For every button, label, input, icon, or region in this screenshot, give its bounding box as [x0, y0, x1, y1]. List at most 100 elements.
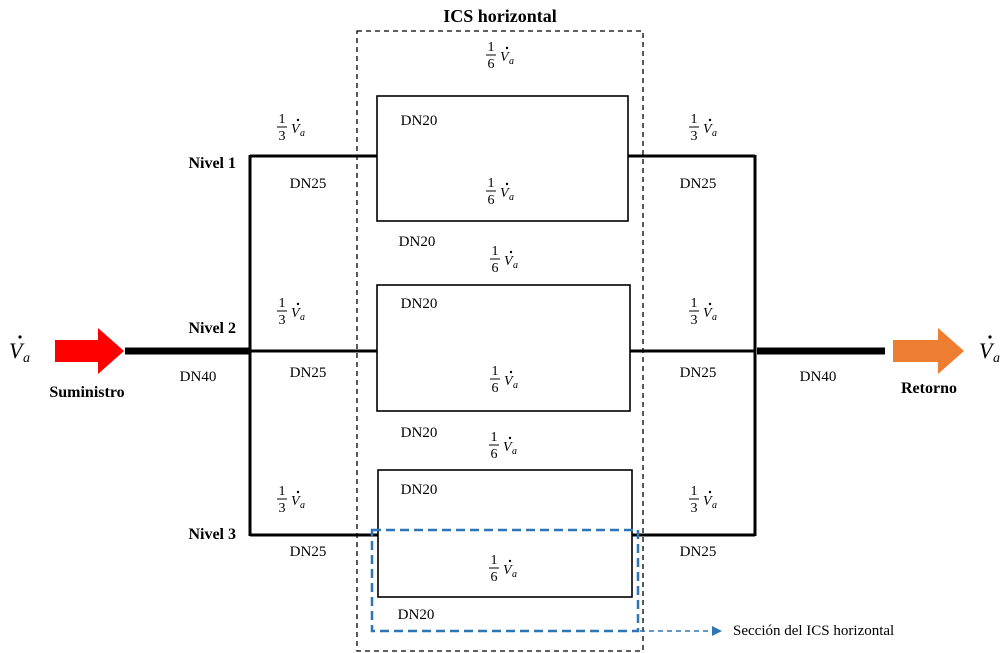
flow-subscript: a: [509, 56, 514, 67]
flow-dot: [505, 182, 509, 186]
flow-symbol: V: [504, 254, 514, 269]
flow-dot: [708, 302, 712, 306]
level-2-label: Nivel 2: [188, 320, 236, 337]
level1-upper-branch-size: DN20: [401, 113, 438, 129]
flow-subscript: a: [300, 500, 305, 511]
flow-dot: [508, 559, 512, 563]
level1-supply-pipe-size: DN25: [290, 176, 327, 192]
fraction-denominator: 3: [691, 313, 698, 328]
level2-return-pipe-size: DN25: [680, 365, 717, 381]
level3-supply-pipe-size: DN25: [290, 544, 327, 560]
flow-symbol: V: [504, 374, 514, 389]
flow-dot: [296, 302, 300, 306]
level2-supply-pipe-size: DN25: [290, 365, 327, 381]
flow-subscript: a: [300, 128, 305, 139]
flow-dot: [509, 370, 513, 374]
level3-branch-loop: [377, 469, 633, 598]
flow-symbol: V: [500, 186, 510, 201]
ics-section-highlight: [370, 528, 640, 633]
return-main-pipe-size: DN40: [800, 369, 837, 385]
flow-dot: [708, 118, 712, 122]
flow-subscript: a: [512, 569, 517, 580]
fraction-numerator: 1: [492, 244, 499, 259]
return-flow-symbol: V a: [979, 335, 1000, 366]
fraction-denominator: 3: [691, 501, 698, 516]
fraction-denominator: 3: [279, 501, 286, 516]
fraction-numerator: 1: [488, 176, 495, 191]
flow-subscript: a: [512, 446, 517, 457]
flow-subscript: a: [712, 312, 717, 323]
fraction-denominator: 3: [279, 313, 286, 328]
flow-symbol: V: [703, 122, 713, 137]
supply-arrow: [55, 328, 124, 374]
fraction-denominator: 3: [279, 129, 286, 144]
svg-text:V: V: [979, 338, 995, 363]
level1-branch-loop: [376, 95, 629, 222]
fraction-numerator: 1: [279, 112, 286, 127]
flow-dot: [708, 490, 712, 494]
level1-lower-branch-size: DN20: [399, 234, 436, 250]
level-3-label: Nivel 3: [188, 526, 236, 543]
fraction-numerator: 1: [491, 430, 498, 445]
level3-lower-branch-size: DN20: [398, 607, 435, 623]
flow-subscript: a: [513, 260, 518, 271]
flow-dot: [508, 436, 512, 440]
svg-text:V: V: [9, 338, 25, 363]
fraction-denominator: 6: [488, 193, 495, 208]
return-arrow: [893, 328, 964, 374]
flow-dot: [509, 250, 513, 254]
fraction-denominator: 6: [492, 261, 499, 276]
flow-dot: [296, 118, 300, 122]
diagram-title: ICS horizontal: [443, 6, 557, 26]
level2-lower-branch-size: DN20: [401, 425, 438, 441]
fraction-numerator: 1: [491, 553, 498, 568]
level2-branch-loop: [376, 284, 631, 412]
fraction-denominator: 6: [492, 381, 499, 396]
flow-subscript: a: [300, 312, 305, 323]
flow-subscript: a: [712, 500, 717, 511]
supply-main-pipe-size: DN40: [180, 369, 217, 385]
fraction-numerator: 1: [492, 364, 499, 379]
flow-subscript: a: [509, 192, 514, 203]
level1-return-pipe-size: DN25: [680, 176, 717, 192]
svg-text:a: a: [23, 351, 30, 366]
fraction-numerator: 1: [279, 296, 286, 311]
fraction-numerator: 1: [279, 484, 286, 499]
flow-subscript: a: [712, 128, 717, 139]
level3-return-pipe-size: DN25: [680, 544, 717, 560]
fraction-denominator: 3: [691, 129, 698, 144]
flow-dot: [505, 46, 509, 50]
flow-symbol: V: [500, 50, 510, 65]
flow-symbol: V: [703, 494, 713, 509]
svg-text:a: a: [993, 351, 1000, 366]
fraction-denominator: 6: [491, 570, 498, 585]
fraction-numerator: 1: [691, 484, 698, 499]
level2-upper-branch-size: DN20: [401, 296, 438, 312]
flow-dot: [296, 490, 300, 494]
fraction-numerator: 1: [488, 40, 495, 55]
flow-symbol: V: [291, 306, 301, 321]
flow-subscript: a: [513, 380, 518, 391]
fraction-numerator: 1: [691, 112, 698, 127]
flow-symbol: V: [291, 122, 301, 137]
level3-upper-branch-size: DN20: [401, 482, 438, 498]
flow-symbol: V: [291, 494, 301, 509]
ics-horizontal-boundary: [356, 30, 644, 652]
level-1-label: Nivel 1: [188, 155, 236, 172]
flow-symbol: V: [503, 563, 513, 578]
supply-label: Suministro: [49, 384, 124, 401]
